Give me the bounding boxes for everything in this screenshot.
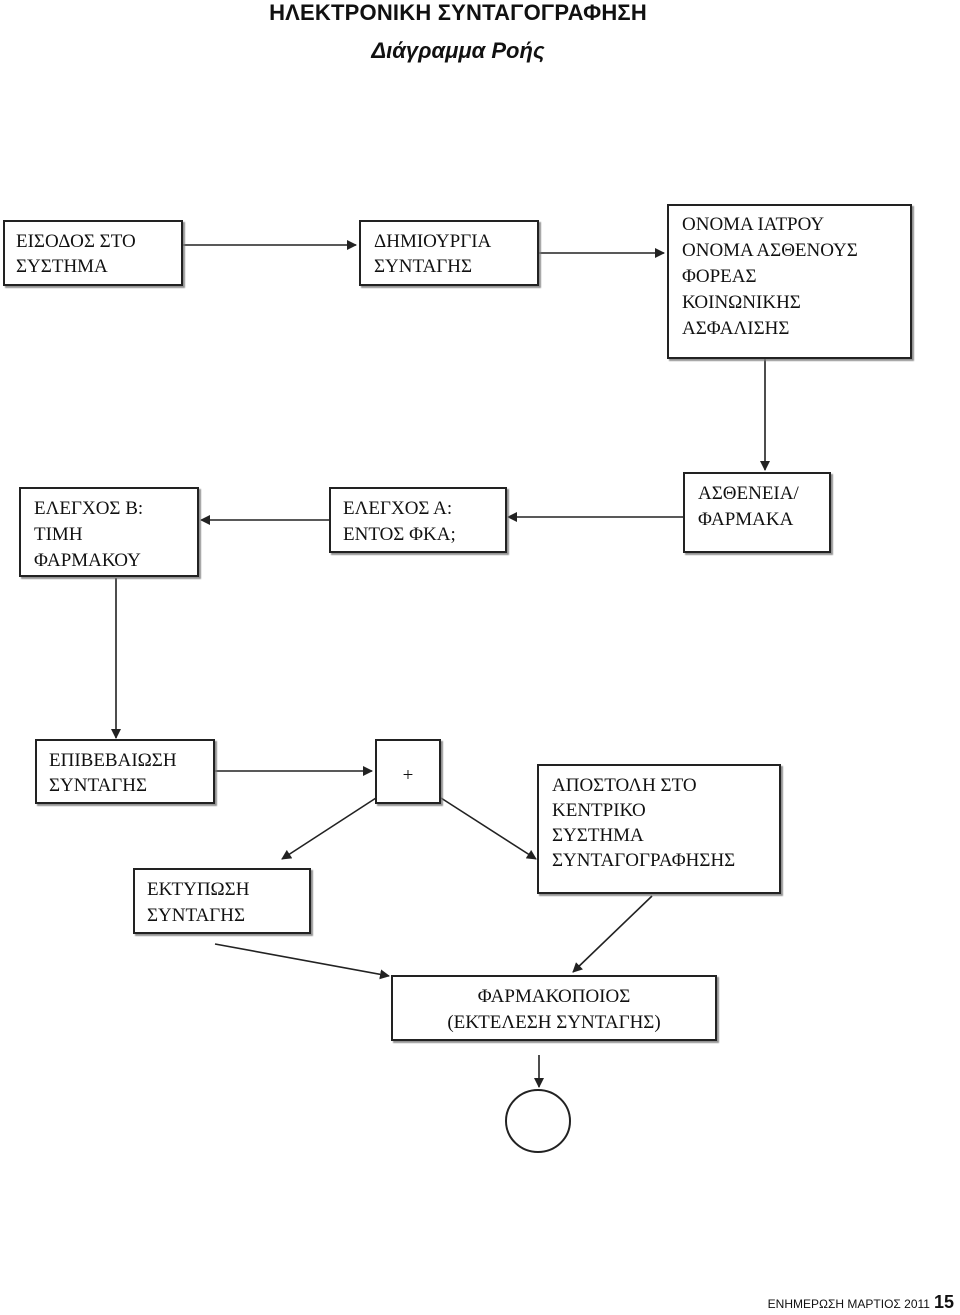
node-disease: ΑΣΘΕΝΕΙΑ/ ΦΑΡΜΑΚΑ xyxy=(683,472,831,553)
node-create-line-1: ΔΗΜΙΟΥΡΓΙΑ xyxy=(374,231,492,252)
node-check-a: ΕΛΕΓΧΟΣ Α: ΕΝΤΟΣ ΦΚΑ; xyxy=(329,487,507,553)
page-title: ΗΛΕΚΤΡΟΝΙΚΗ ΣΥΝΤΑΓΟΓΡΑΦΗΣΗ xyxy=(269,0,647,25)
node-send-line-3: ΣΥΣΤΗΜΑ xyxy=(552,825,644,846)
footer-label: ΕΝΗΜΕΡΩΣΗ ΜΑΡΤΙΟΣ 2011 xyxy=(767,1297,930,1311)
node-create: ΔΗΜΙΟΥΡΓΙΑ ΣΥΝΤΑΓΗΣ xyxy=(359,220,539,286)
node-check-a-line-2: ΕΝΤΟΣ ΦΚΑ; xyxy=(343,524,456,545)
node-confirm-line-2: ΣΥΝΤΑΓΗΣ xyxy=(49,775,147,796)
node-print-line-1: ΕΚΤΥΠΩΣΗ xyxy=(147,879,250,900)
arrow-send-to-pharmacist xyxy=(572,895,653,973)
node-check-a-line-1: ΕΛΕΓΧΟΣ Α: xyxy=(343,498,452,519)
node-login-line-2: ΣΥΣΤΗΜΑ xyxy=(16,256,108,277)
node-info-line-4: ΚΟΙΝΩΝΙΚΗΣ xyxy=(682,292,801,313)
node-plus: + xyxy=(375,739,441,804)
node-check-b-line-1: ΕΛΕΓΧΟΣ Β: xyxy=(34,498,143,519)
flow-arrows xyxy=(111,240,770,1088)
arrow-print-to-pharmacist xyxy=(214,943,390,980)
node-print: ΕΚΤΥΠΩΣΗ ΣΥΝΤΑΓΗΣ xyxy=(133,868,311,934)
node-disease-line-2: ΦΑΡΜΑΚΑ xyxy=(698,509,794,530)
node-info-line-1: ΟΝΟΜΑ ΙΑΤΡΟΥ xyxy=(682,214,824,235)
node-disease-line-1: ΑΣΘΕΝΕΙΑ/ xyxy=(698,483,799,504)
node-create-line-2: ΣΥΝΤΑΓΗΣ xyxy=(374,256,472,277)
node-check-b-line-3: ΦΑΡΜΑΚΟΥ xyxy=(34,550,141,571)
end-node xyxy=(505,1089,571,1153)
arrow-plus-to-send xyxy=(440,797,537,860)
arrow-plus-to-print xyxy=(281,797,377,860)
node-check-b: ΕΛΕΓΧΟΣ Β: ΤΙΜΗ ΦΑΡΜΑΚΟΥ xyxy=(19,487,199,577)
node-confirm-line-1: ΕΠΙΒΕΒΑΙΩΣΗ xyxy=(49,750,177,771)
node-send: ΑΠΟΣΤΟΛΗ ΣΤΟ ΚΕΝΤΡΙΚΟ ΣΥΣΤΗΜΑ ΣΥΝΤΑΓΟΓΡΑ… xyxy=(537,764,781,894)
node-login: ΕΙΣΟΔΟΣ ΣΤΟ ΣΥΣΤΗΜΑ xyxy=(3,220,183,286)
node-send-line-1: ΑΠΟΣΤΟΛΗ ΣΤΟ xyxy=(552,775,697,796)
node-send-line-2: ΚΕΝΤΡΙΚΟ xyxy=(552,800,646,821)
page-number: 15 xyxy=(933,1292,954,1312)
node-check-b-line-2: ΤΙΜΗ xyxy=(34,524,83,545)
page-subtitle: Διάγραμμα Ροής xyxy=(371,38,545,63)
node-info-line-5: ΑΣΦΑΛΙΣΗΣ xyxy=(682,318,789,339)
node-info: ΟΝΟΜΑ ΙΑΤΡΟΥ ΟΝΟΜΑ ΑΣΘΕΝΟΥΣ ΦΟΡΕΑΣ ΚΟΙΝΩ… xyxy=(667,204,912,359)
node-pharmacist: ΦΑΡΜΑΚΟΠΟΙΟΣ (ΕΚΤΕΛΕΣΗ ΣΥΝΤΑΓΗΣ) xyxy=(391,975,717,1041)
node-confirm: ΕΠΙΒΕΒΑΙΩΣΗ ΣΥΝΤΑΓΗΣ xyxy=(35,739,215,804)
node-pharmacist-line-2: (ΕΚΤΕΛΕΣΗ ΣΥΝΤΑΓΗΣ) xyxy=(447,1012,660,1033)
node-login-line-1: ΕΙΣΟΔΟΣ ΣΤΟ xyxy=(16,231,136,252)
node-print-line-2: ΣΥΝΤΑΓΗΣ xyxy=(147,905,245,926)
node-send-line-4: ΣΥΝΤΑΓΟΓΡΑΦΗΣΗΣ xyxy=(552,850,735,871)
node-pharmacist-line-1: ΦΑΡΜΑΚΟΠΟΙΟΣ xyxy=(478,986,631,1007)
node-info-line-2: ΟΝΟΜΑ ΑΣΘΕΝΟΥΣ xyxy=(682,240,858,261)
plus-symbol: + xyxy=(403,765,414,786)
node-info-line-3: ΦΟΡΕΑΣ xyxy=(682,266,757,287)
